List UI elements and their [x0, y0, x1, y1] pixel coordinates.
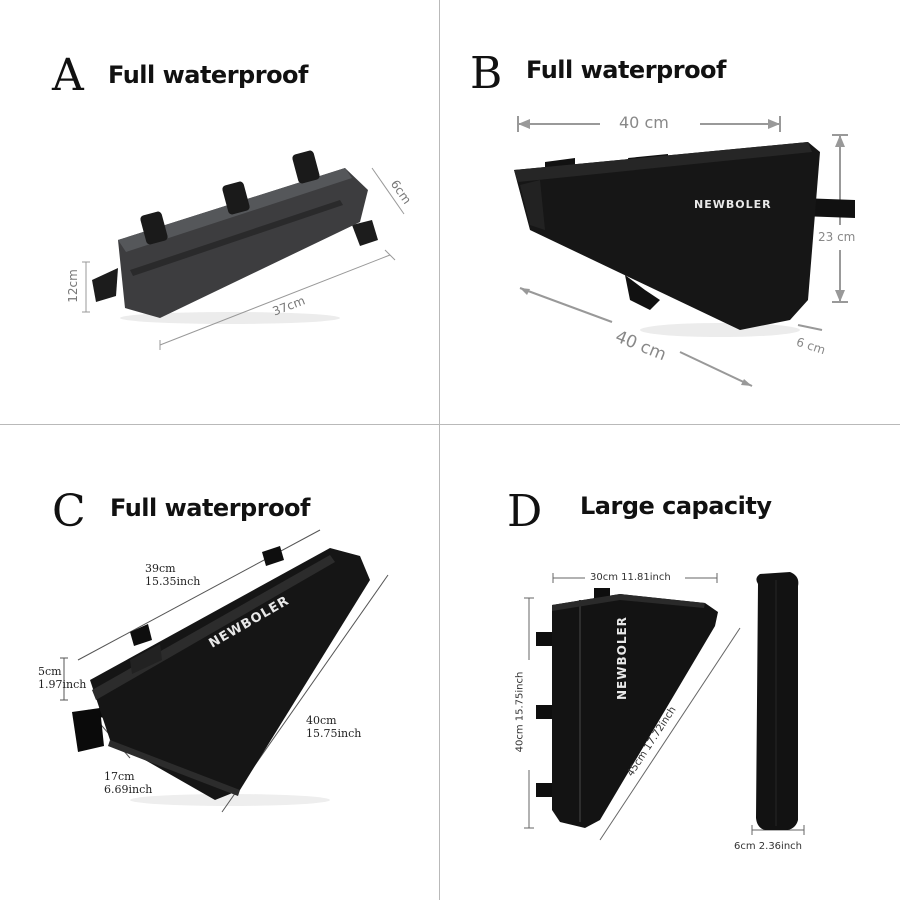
panel-letter: C: [52, 486, 86, 537]
dim-height-label: 23 cm: [818, 230, 856, 244]
brand-logo: NEWBOLER: [694, 198, 772, 211]
bag-b-illustration: NEWBOLER: [514, 116, 855, 387]
panel-heading: Full waterproof: [108, 61, 308, 89]
dim-top-label: 30cm 11.81inch: [590, 572, 671, 583]
dim-depth-label: 5cm 1.97inch: [38, 665, 87, 691]
dim-side-label: 40cm 15.75inch: [306, 714, 362, 740]
brand-logo: NEWBOLER: [615, 616, 629, 700]
dim-top-label: 39cm 15.35inch: [145, 562, 201, 588]
panel-letter: B: [470, 48, 503, 99]
vertical-divider: [439, 0, 440, 900]
panel-letter: A: [52, 50, 84, 101]
horizontal-divider: [0, 424, 900, 425]
dim-top-label: 40 cm: [619, 113, 669, 132]
panel-letter: D: [507, 486, 543, 537]
panel-heading: Full waterproof: [526, 56, 726, 84]
panel-heading: Full waterproof: [110, 494, 310, 522]
dim-bottom-label: 17cm 6.69inch: [104, 770, 153, 796]
panel-heading: Large capacity: [580, 492, 772, 520]
dim-height-label: 40cm 15.75inch: [514, 671, 526, 753]
bag-c-illustration: NEWBOLER: [60, 529, 389, 813]
dim-thickness-label: 6cm 2.36inch: [734, 841, 802, 852]
bag-a-illustration: [82, 150, 405, 350]
